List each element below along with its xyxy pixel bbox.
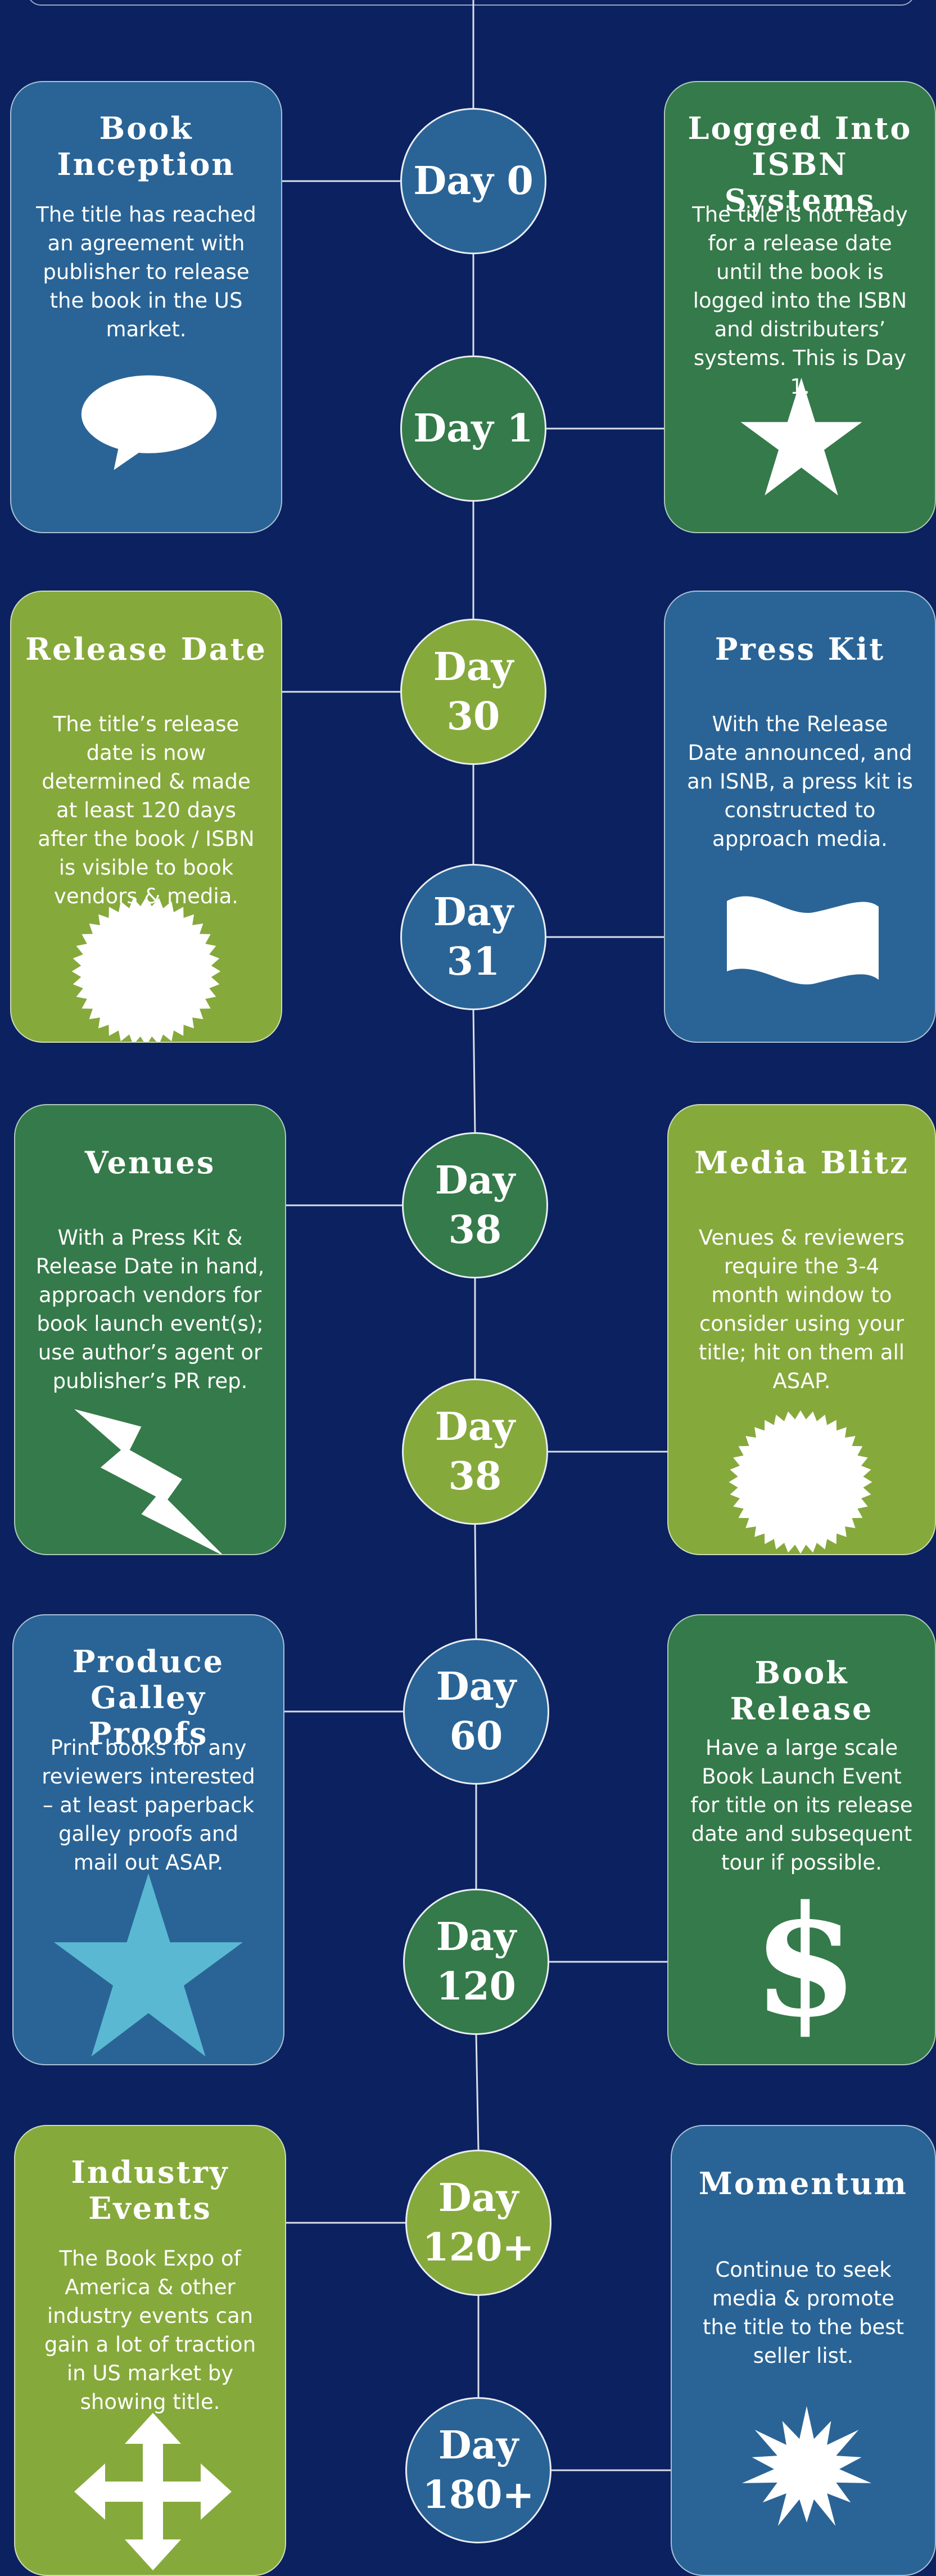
card-title: Press Kit	[715, 631, 885, 667]
card-body: The title has reached an agreement with …	[36, 202, 256, 341]
spine-segment	[472, 1010, 476, 1133]
card-title: Logged Into ISBN Systems	[688, 110, 912, 218]
card-body: With a Press Kit & Release Date in hand,…	[35, 1226, 265, 1393]
card-title: Industry Events	[71, 2154, 229, 2226]
card-title: Produce Galley Proofs	[72, 1643, 225, 1751]
card-produce-galley-proofs: Produce Galley Proofs Print books for an…	[12, 1614, 284, 2065]
card-body: With the Release Date announced, and an …	[687, 712, 913, 851]
milestone-day-120-plus: Day 120+	[405, 2150, 551, 2296]
card-body: Continue to seek media & promote the tit…	[702, 2258, 904, 2368]
card-release-date: Release Date The title’s release date is…	[10, 591, 282, 1043]
milestone-label: Day 38	[435, 1404, 516, 1499]
milestone-label: Day 180+	[422, 2423, 535, 2518]
card-book-inception: Book Inception The title has reached an …	[10, 81, 282, 533]
card-body: Have a large scale Book Launch Event for…	[690, 1736, 913, 1875]
seal-icon	[71, 897, 221, 1042]
milestone-label: Day 38	[435, 1158, 516, 1253]
milestone-day-38-a: Day 38	[402, 1132, 548, 1278]
seal-icon	[729, 1410, 872, 1554]
spine-segment	[474, 1524, 477, 1639]
milestone-label: Day 1	[413, 406, 533, 451]
milestone-day-180-plus: Day 180+	[405, 2397, 551, 2543]
milestone-label: Day 0	[413, 159, 533, 204]
card-book-release: Book Release Have a large scale Book Lau…	[667, 1614, 936, 2065]
spine-segment	[475, 2034, 480, 2150]
card-body: The title is not ready for a release dat…	[692, 202, 908, 399]
card-press-kit: Press Kit With the Release Date announce…	[664, 591, 936, 1043]
milestone-label: Day 120	[436, 1915, 517, 2009]
milestone-label: Day 31	[433, 890, 514, 984]
card-body: The title’s release date is now determin…	[38, 712, 255, 908]
card-body: Venues & reviewers require the 3-4 month…	[698, 1226, 905, 1393]
burst-icon	[742, 2406, 871, 2526]
lightning-icon	[74, 1409, 222, 1554]
flag-icon	[727, 896, 879, 985]
card-industry-events: Industry Events The Book Expo of America…	[14, 2125, 286, 2576]
card-body: The Book Expo of America & other industr…	[44, 2246, 256, 2414]
milestone-day-1: Day 1	[400, 355, 546, 502]
milestone-day-38-b: Day 38	[402, 1379, 548, 1525]
star-icon	[54, 1873, 243, 2057]
card-title: Book Release	[730, 1655, 874, 1727]
milestone-day-31: Day 31	[400, 864, 546, 1010]
milestone-label: Day 30	[433, 645, 514, 739]
milestone-day-60: Day 60	[403, 1638, 549, 1785]
milestone-day-120: Day 120	[403, 1889, 549, 2035]
milestone-label: Day 60	[436, 1664, 517, 1759]
card-title: Venues	[84, 1145, 216, 1181]
milestone-day-0: Day 0	[400, 108, 546, 254]
card-media-blitz: Media Blitz Venues & reviewers require t…	[667, 1104, 936, 1555]
card-title: Book Inception	[57, 110, 236, 182]
card-body: Print books for any reviewers interested…	[42, 1736, 255, 1875]
move-arrows-icon	[74, 2413, 232, 2570]
card-logged-into-isbn: Logged Into ISBN Systems The title is no…	[664, 81, 936, 533]
dollar-icon: $	[753, 1872, 858, 2051]
card-momentum: Momentum Continue to seek media & promot…	[671, 2125, 936, 2576]
card-title: Release Date	[25, 631, 267, 667]
star-icon	[740, 377, 862, 496]
milestone-day-30: Day 30	[400, 619, 546, 765]
milestone-label: Day 120+	[422, 2176, 535, 2270]
speech-bubble-icon	[81, 375, 217, 470]
card-title: Momentum	[699, 2165, 908, 2201]
card-venues: Venues With a Press Kit & Release Date i…	[14, 1104, 286, 1555]
card-title: Media Blitz	[694, 1145, 909, 1181]
